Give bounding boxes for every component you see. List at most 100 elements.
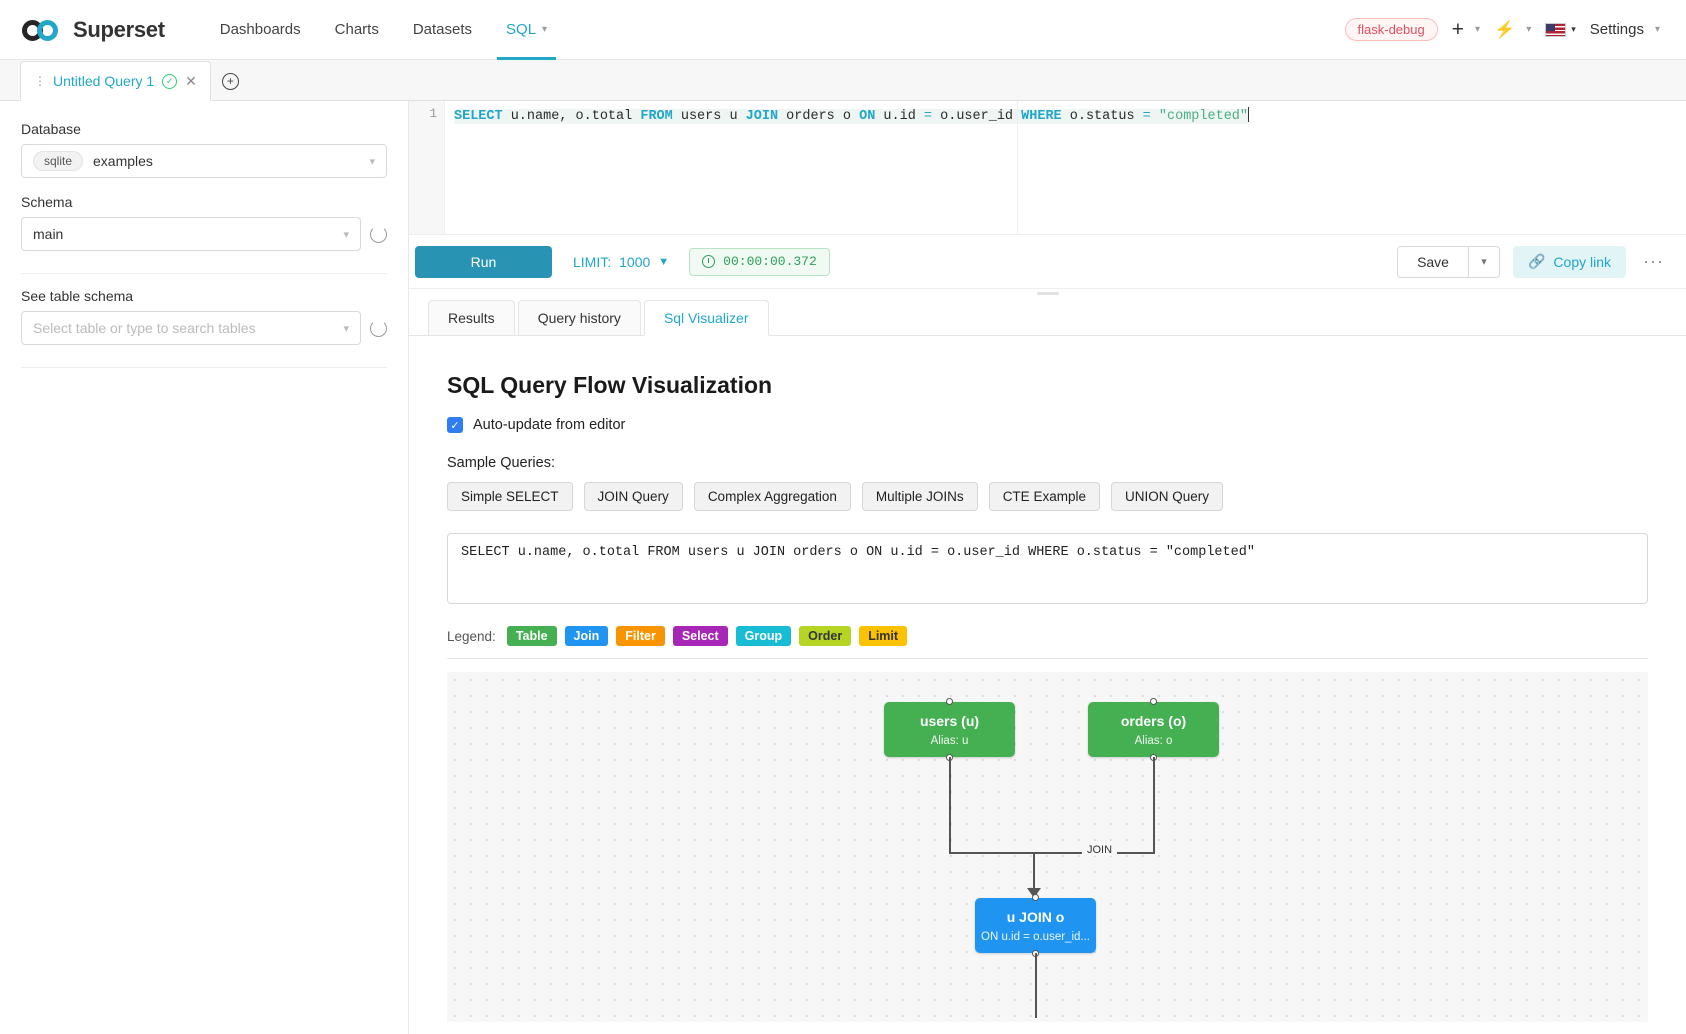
chevron-down-icon: ▾ (343, 228, 349, 241)
panel-divider (21, 273, 387, 274)
chevron-down-icon: ▾ (1475, 24, 1481, 35)
result-tabs: Results Query history Sql Visualizer (409, 298, 1686, 336)
save-button-group: Save ▾ (1397, 245, 1500, 278)
schema-select[interactable]: main ▾ (21, 217, 361, 251)
database-row: sqlite examples ▾ (21, 144, 387, 178)
bolt-menu-button[interactable]: ⚡ ▾ (1494, 21, 1531, 38)
tab-query-history[interactable]: Query history (517, 300, 641, 336)
editor-guide-line (1017, 101, 1018, 234)
sample-simple-select[interactable]: Simple SELECT (447, 482, 573, 511)
panel-divider-2 (21, 367, 387, 368)
node-users[interactable]: users (u) Alias: u (884, 698, 1015, 761)
superset-logo[interactable]: Superset (22, 17, 165, 43)
table-row: Select table or type to search tables ▾ (21, 311, 387, 345)
legend-join: Join (564, 626, 609, 646)
bolt-icon: ⚡ (1494, 20, 1516, 39)
drag-handle-icon[interactable]: ⋮ (34, 74, 46, 88)
legend-table: Table (506, 626, 557, 646)
node-port-top (1032, 894, 1039, 901)
settings-menu[interactable]: Settings ▾ (1590, 21, 1660, 38)
edge-orders-down (1153, 757, 1155, 853)
panel-resize-handle[interactable] (409, 289, 1686, 298)
save-button[interactable]: Save (1397, 245, 1469, 278)
check-circle-icon: ✓ (162, 73, 178, 89)
save-dropdown-button[interactable]: ▾ (1468, 245, 1500, 278)
edge-label-join: JOIN (1082, 844, 1118, 856)
chevron-down-icon: ▾ (1481, 256, 1487, 268)
node-port-top (946, 698, 953, 705)
legend-filter: Filter (616, 626, 665, 646)
database-select[interactable]: sqlite examples ▾ (21, 144, 387, 178)
node-users-title: users (u) (919, 713, 980, 730)
new-menu-button[interactable]: + ▾ (1452, 19, 1480, 40)
database-label: Database (21, 121, 81, 137)
node-port-top (1150, 698, 1157, 705)
run-button[interactable]: Run (415, 245, 552, 278)
nav-dashboards-label: Dashboards (219, 21, 301, 38)
tab-results[interactable]: Results (428, 300, 515, 336)
editor-toolbar: Run LIMIT: 1000 ▼ 00:00:00.372 Save ▾ 🔗 (409, 235, 1686, 289)
editor-gutter: 1 (409, 101, 445, 234)
edge-horizontal (949, 852, 1155, 854)
flask-debug-badge[interactable]: flask-debug (1344, 18, 1438, 41)
infinity-logo-icon (22, 17, 64, 43)
sample-union-query[interactable]: UNION Query (1110, 482, 1223, 511)
more-options-button[interactable]: ··· (1643, 251, 1664, 271)
auto-update-row[interactable]: ✓ Auto-update from editor (447, 417, 1648, 433)
refresh-tables-icon[interactable] (370, 319, 387, 337)
plus-circle-icon: + (221, 72, 239, 90)
sample-cte-example[interactable]: CTE Example (988, 482, 1100, 511)
nav-sql[interactable]: SQL ▾ (489, 0, 564, 60)
sql-visualizer-pane: SQL Query Flow Visualization ✓ Auto-upda… (409, 336, 1686, 1034)
visualizer-sql-input[interactable] (447, 533, 1648, 604)
sample-queries-row: Simple SELECT JOIN Query Complex Aggrega… (447, 482, 1648, 511)
language-picker[interactable]: ▾ (1545, 22, 1576, 37)
nav-datasets[interactable]: Datasets (396, 0, 489, 60)
query-tab-untitled-1[interactable]: ⋮ Untitled Query 1 ✓ ✕ (20, 61, 211, 101)
limit-dropdown[interactable]: LIMIT: 1000 ▼ (573, 254, 669, 270)
primary-nav: Dashboards Charts Datasets SQL ▾ (203, 0, 564, 60)
nav-charts[interactable]: Charts (318, 0, 396, 60)
see-table-schema-label: See table schema (21, 288, 134, 304)
sample-multiple-joins[interactable]: Multiple JOINs (861, 482, 978, 511)
nav-datasets-label: Datasets (412, 21, 473, 38)
table-select[interactable]: Select table or type to search tables ▾ (21, 311, 361, 345)
chevron-down-icon: ▾ (369, 155, 375, 168)
sample-queries-label: Sample Queries: (447, 455, 555, 471)
timer-value: 00:00:00.372 (723, 254, 817, 269)
auto-update-label: Auto-update from editor (473, 417, 626, 433)
tab-sql-visualizer[interactable]: Sql Visualizer (643, 300, 769, 336)
node-join-title: u JOIN o (1006, 909, 1065, 926)
schema-label: Schema (21, 194, 73, 210)
add-query-tab-button[interactable]: + (211, 61, 250, 101)
close-icon[interactable]: ✕ (185, 72, 197, 89)
node-orders[interactable]: orders (o) Alias: o (1088, 698, 1219, 761)
query-tab-label: Untitled Query 1 (53, 73, 155, 89)
refresh-schema-icon[interactable] (370, 225, 387, 243)
caret-down-icon: ▾ (1571, 24, 1576, 34)
sample-complex-aggregation[interactable]: Complex Aggregation (693, 482, 851, 511)
edge-join-down (1035, 953, 1037, 1018)
plus-icon: + (1451, 18, 1464, 41)
nav-dashboards[interactable]: Dashboards (203, 0, 318, 60)
legend-limit: Limit (859, 626, 908, 646)
settings-label: Settings (1589, 21, 1644, 38)
nav-sql-label: SQL (506, 21, 537, 38)
query-flow-canvas[interactable]: users (u) Alias: u orders (o) Alias: o (447, 672, 1648, 1022)
query-tabstrip: ⋮ Untitled Query 1 ✓ ✕ + (0, 60, 1686, 101)
copy-link-button[interactable]: 🔗 Copy link (1512, 245, 1627, 278)
database-engine-chip: sqlite (33, 151, 84, 171)
top-navbar: Superset Dashboards Charts Datasets SQL … (0, 0, 1686, 60)
auto-update-checkbox[interactable]: ✓ (447, 417, 463, 433)
database-value: examples (93, 153, 153, 169)
legend-label: Legend: (447, 628, 496, 644)
editor-code-area[interactable]: SELECT u.name, o.total FROM users u JOIN… (445, 101, 1686, 234)
node-join[interactable]: u JOIN o ON u.id = o.user_id... (975, 894, 1096, 957)
sql-editor[interactable]: 1 SELECT u.name, o.total FROM users u JO… (409, 101, 1686, 235)
node-orders-subtitle: Alias: o (1134, 734, 1173, 747)
toolbar-right: Save ▾ 🔗 Copy link ··· (1397, 245, 1668, 278)
tab-query-history-label: Query history (537, 310, 621, 326)
legend-group: Group (735, 626, 792, 646)
navbar-right: flask-debug + ▾ ⚡ ▾ ▾ Settings ▾ (1344, 18, 1664, 41)
sample-join-query[interactable]: JOIN Query (583, 482, 683, 511)
